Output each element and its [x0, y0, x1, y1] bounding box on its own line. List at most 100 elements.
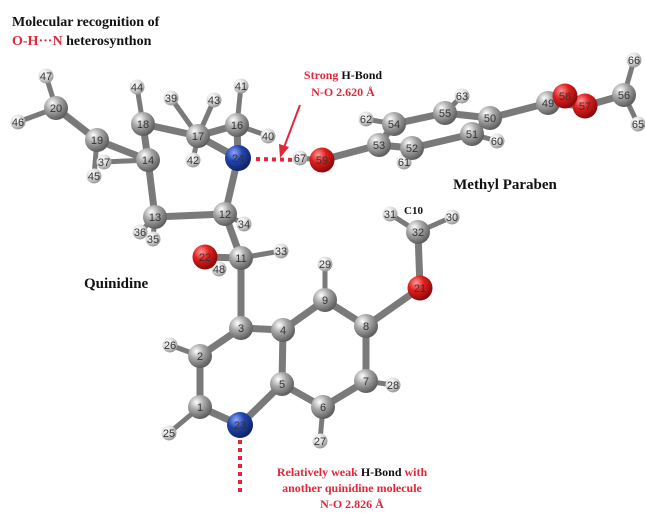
atom-label-46: 46 — [12, 117, 24, 129]
atom-sphere-39 — [163, 90, 179, 106]
atom-sphere-6 — [311, 395, 335, 419]
atom-label-41: 41 — [235, 81, 247, 93]
atom-60: 60 — [489, 133, 505, 149]
atom-52: 52 — [400, 136, 424, 160]
atom-48: 48 — [211, 261, 227, 277]
atom-17: 17 — [186, 124, 210, 148]
atom-label-36: 36 — [134, 227, 146, 239]
atom-sphere-5 — [270, 372, 294, 396]
atom-63: 63 — [454, 88, 470, 104]
atom-label-51: 51 — [466, 129, 478, 141]
atom-58: 58 — [552, 83, 578, 109]
header-synthon: O-H···N — [12, 34, 63, 49]
atom-sphere-51 — [460, 122, 484, 146]
atom-sphere-30 — [444, 209, 460, 225]
atom-sphere-62 — [358, 111, 374, 127]
atom-1: 1 — [188, 395, 212, 419]
atom-label-9: 9 — [322, 295, 328, 307]
atom-41: 41 — [233, 78, 249, 94]
atom-51: 51 — [460, 122, 484, 146]
atom-sphere-19 — [85, 128, 109, 152]
atom-sphere-3 — [229, 316, 253, 340]
atom-label-47: 47 — [40, 71, 52, 83]
atom-22: 22 — [192, 244, 218, 270]
atom-46: 46 — [10, 114, 26, 130]
atom-2: 2 — [188, 344, 212, 368]
atom-sphere-43 — [206, 92, 222, 108]
atom-26: 26 — [162, 337, 178, 353]
strong-word: Strong — [304, 68, 338, 82]
atom-sphere-65 — [630, 116, 645, 132]
atom-label-59: 59 — [316, 155, 328, 167]
atom-sphere-22 — [192, 244, 218, 270]
atom-40: 40 — [260, 128, 276, 144]
atom-label-42: 42 — [187, 155, 199, 167]
atom-label-18: 18 — [137, 119, 149, 131]
atom-67: 67 — [292, 150, 308, 166]
atom-label-12: 12 — [219, 209, 231, 221]
header-line1: Molecular recognition of — [12, 15, 160, 30]
atom-sphere-44 — [129, 79, 145, 95]
atom-label-35: 35 — [147, 234, 159, 246]
atom-label-32: 32 — [412, 227, 424, 239]
atom-sphere-34 — [236, 216, 252, 232]
atom-sphere-27 — [312, 433, 328, 449]
atom-6: 6 — [311, 395, 335, 419]
atom-4: 4 — [271, 318, 295, 342]
atom-label-50: 50 — [484, 113, 496, 125]
atom-label-31: 31 — [384, 209, 396, 221]
atom-label-45: 45 — [88, 171, 100, 183]
atom-label-2: 2 — [197, 351, 203, 363]
atom-34: 34 — [236, 216, 252, 232]
atom-sphere-32 — [406, 220, 430, 244]
atom-label-25: 25 — [163, 428, 175, 440]
atom-23: 23 — [227, 412, 253, 438]
atom-29: 29 — [317, 256, 333, 272]
atom-label-37: 37 — [98, 157, 110, 169]
atom-sphere-33 — [273, 243, 289, 259]
atom-37: 37 — [96, 154, 112, 170]
atom-sphere-23 — [227, 412, 253, 438]
atom-sphere-16 — [225, 113, 249, 137]
atom-label-61: 61 — [398, 157, 410, 169]
atom-sphere-56 — [612, 83, 636, 107]
hbond-word: H-Bond — [338, 68, 382, 82]
atom-16: 16 — [225, 113, 249, 137]
atom-sphere-26 — [162, 337, 178, 353]
atom-11: 11 — [229, 246, 253, 270]
atom-24: 24 — [225, 145, 251, 171]
atom-sphere-13 — [143, 205, 167, 229]
atom-label-43: 43 — [208, 95, 220, 107]
atom-65: 65 — [630, 116, 645, 132]
atom-sphere-11 — [229, 246, 253, 270]
atom-label-7: 7 — [363, 376, 369, 388]
atom-label-11: 11 — [235, 253, 246, 265]
atom-47: 47 — [38, 68, 54, 84]
atom-sphere-60 — [489, 133, 505, 149]
atom-sphere-17 — [186, 124, 210, 148]
atom-sphere-53 — [367, 133, 391, 157]
atom-label-4: 4 — [280, 325, 286, 337]
atom-3: 3 — [229, 316, 253, 340]
atom-sphere-40 — [260, 128, 276, 144]
atom-sphere-55 — [433, 101, 457, 125]
atom-label-58: 58 — [559, 91, 571, 103]
atom-sphere-1 — [188, 395, 212, 419]
atom-sphere-66 — [626, 52, 642, 68]
atom-label-19: 19 — [91, 135, 103, 147]
atom-label-55: 55 — [439, 108, 451, 120]
atom-sphere-58 — [552, 83, 578, 109]
atom-sphere-63 — [454, 88, 470, 104]
atom-label-39: 39 — [165, 93, 177, 105]
atom-36: 36 — [132, 224, 148, 240]
atom-label-52: 52 — [406, 143, 418, 155]
quinidine-label: Quinidine — [84, 276, 149, 292]
atom-54: 54 — [382, 112, 406, 136]
atom-label-14: 14 — [142, 155, 154, 167]
atom-label-13: 13 — [149, 212, 161, 224]
atom-label-63: 63 — [456, 91, 468, 103]
atom-8: 8 — [354, 314, 378, 338]
atom-sphere-54 — [382, 112, 406, 136]
atom-66: 66 — [626, 52, 642, 68]
atom-25: 25 — [161, 425, 177, 441]
